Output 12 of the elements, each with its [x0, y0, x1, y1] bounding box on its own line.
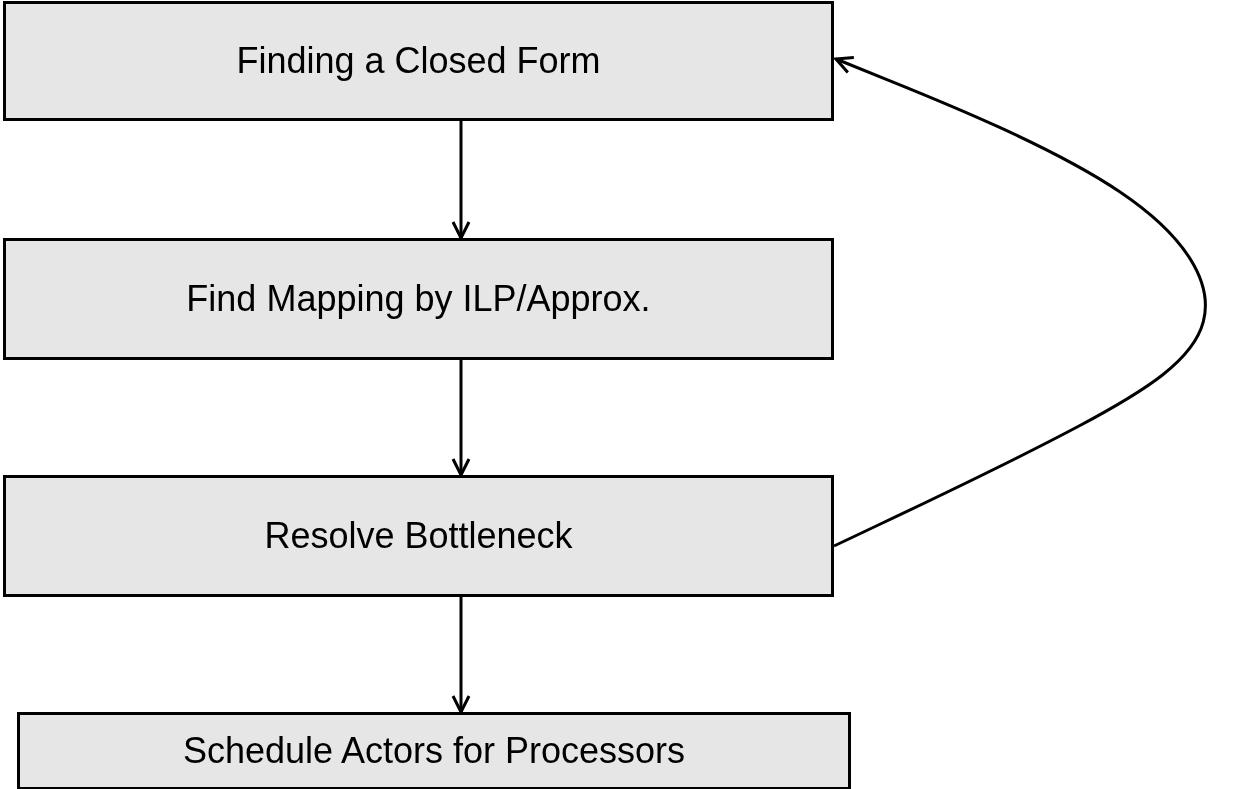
process-box [3, 475, 834, 597]
box-label: Finding a Closed Form [236, 40, 601, 82]
process-box [3, 238, 834, 360]
arrow [833, 56, 1207, 548]
arrow [451, 360, 471, 477]
arrow [451, 121, 471, 240]
process-box [17, 712, 851, 789]
box-label: Schedule Actors for Processors [182, 730, 686, 772]
process-box [3, 1, 834, 121]
box-label: Resolve Bottleneck [264, 515, 573, 557]
box-label: Find Mapping by ILP/Approx. [186, 278, 651, 320]
arrow [451, 597, 471, 714]
